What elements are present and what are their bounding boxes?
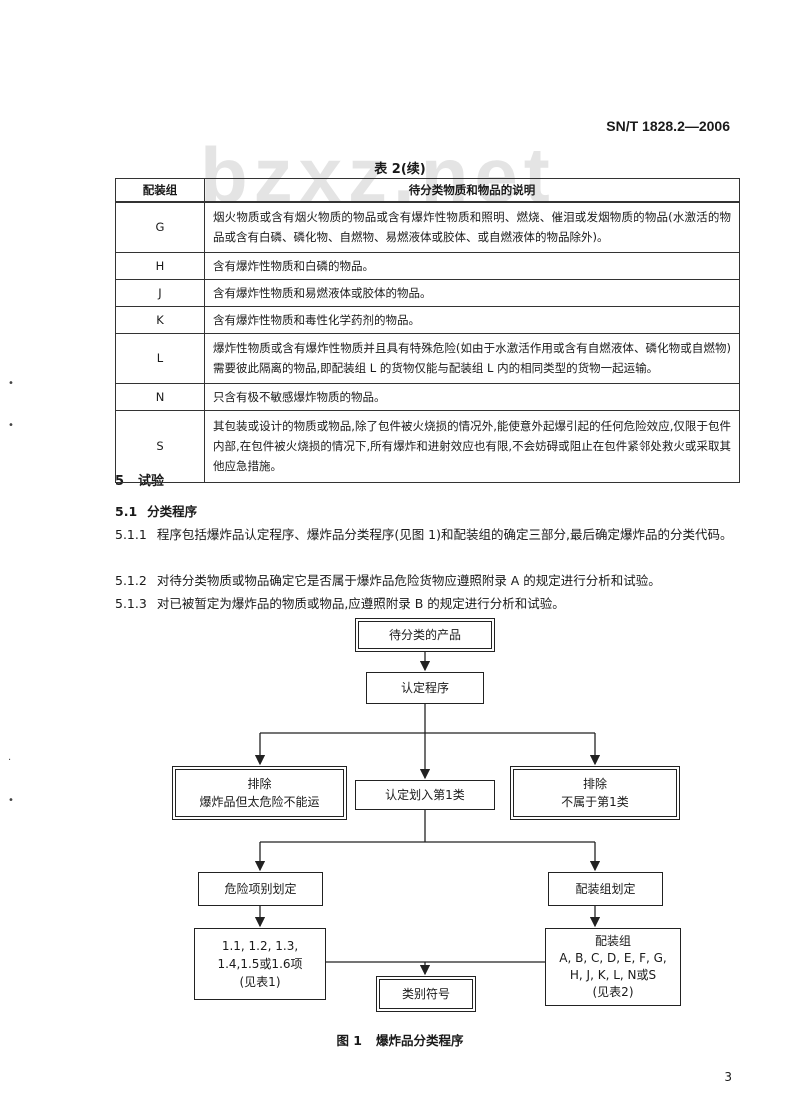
group-code: K (115, 305, 205, 334)
flow-label: 爆炸品但太危险不能运 (199, 795, 320, 809)
table-row: G 烟火物质或含有烟火物质的物品或含有爆炸性物质和照明、燃烧、催泪或发烟物质的物… (115, 201, 740, 253)
paragraph-5-1-1: 5.1.1 程序包括爆炸品认定程序、爆炸品分类程序(见图 1)和配装组的确定三部分… (115, 523, 740, 546)
paragraph-text: 对待分类物质或物品确定它是否属于爆炸品危险货物应遵照附录 A 的规定进行分析和试… (156, 573, 661, 588)
flow-box-product: 待分类的产品 (355, 618, 495, 652)
flow-box-compat-list: 配装组 A, B, C, D, E, F, G, H, J, K, L, N或S… (545, 928, 681, 1006)
flow-label: 配装组划定 (575, 882, 636, 896)
flow-label: 配装组 (594, 934, 631, 948)
flow-box-division-list: 1.1, 1.2, 1.3, 1.4,1.5或1.6项 (见表1) (194, 928, 326, 1000)
header-description: 待分类物质和物品的说明 (204, 178, 740, 203)
flow-box-division: 危险项别划定 (198, 872, 323, 906)
flow-box-class1: 认定划入第1类 (355, 780, 495, 810)
group-description: 含有爆炸性物质和白磷的物品。 (204, 251, 740, 280)
paragraph-text: 对已被暂定为爆炸品的物质或物品,应遵照附录 B 的规定进行分析和试验。 (156, 596, 565, 611)
header-group: 配装组 (115, 178, 205, 203)
flow-label: 认定划入第1类 (385, 788, 465, 802)
flow-label: A, B, C, D, E, F, G, (559, 951, 667, 965)
flow-label: (见表1) (239, 975, 281, 989)
flow-box-exclude-too-dangerous: 排除 爆炸品但太危险不能运 (172, 766, 347, 820)
flow-label: 危险项别划定 (224, 882, 297, 896)
subsection-title: 分类程序 (147, 504, 198, 519)
group-code: N (115, 382, 205, 411)
flow-label: 认定程序 (400, 681, 449, 695)
group-code: S (115, 409, 205, 483)
table-title: 表 2(续) (374, 162, 426, 177)
group-code: J (115, 278, 205, 307)
flow-label: 不属于第1类 (561, 795, 629, 809)
scan-speck: • (8, 795, 14, 806)
group-code: L (115, 332, 205, 384)
scan-speck: • (8, 420, 14, 431)
group-description: 只含有极不敏感爆炸物质的物品。 (204, 382, 740, 411)
subsection-5-1-heading: 5.1 分类程序 (115, 500, 740, 523)
group-description: 含有爆炸性物质和易燃液体或胶体的物品。 (204, 278, 740, 307)
subsection-number: 5.1 (115, 504, 138, 519)
group-description: 烟火物质或含有烟火物质的物品或含有爆炸性物质和照明、燃烧、催泪或发烟物质的物品(… (204, 201, 740, 253)
flow-box-compat-group: 配装组划定 (548, 872, 663, 906)
flow-label: 1.1, 1.2, 1.3, (221, 939, 299, 953)
group-description: 其包装或设计的物质或物品,除了包件被火烧损的情况外,能使意外起爆引起的任何危险效… (204, 409, 740, 483)
figure-label: 图 1 (336, 1033, 363, 1048)
flow-label: 1.4,1.5或1.6项 (217, 957, 303, 971)
group-description: 含有爆炸性物质和毒性化学药剂的物品。 (204, 305, 740, 334)
figure-title: 爆炸品分类程序 (376, 1033, 464, 1048)
figure-caption: 图 1 爆炸品分类程序 (0, 1030, 800, 1049)
flow-label: H, J, K, L, N或S (569, 968, 657, 982)
table-row: S 其包装或设计的物质或物品,除了包件被火烧损的情况外,能使意外起爆引起的任何危… (115, 409, 740, 483)
flow-label: 排除 (247, 777, 272, 791)
table-row: H 含有爆炸性物质和白磷的物品。 (115, 251, 740, 280)
paragraph-number: 5.1.2 (115, 573, 147, 588)
scan-speck: • (8, 378, 14, 389)
flow-label: 排除 (582, 777, 607, 791)
flow-box-class-symbol: 类别符号 (376, 976, 476, 1012)
table-header-row: 配装组 待分类物质和物品的说明 (115, 178, 740, 203)
table-row: K 含有爆炸性物质和毒性化学药剂的物品。 (115, 305, 740, 334)
paragraph-5-1-2: 5.1.2 对待分类物质或物品确定它是否属于爆炸品危险货物应遵照附录 A 的规定进… (115, 569, 740, 592)
table-row: L 爆炸性物质或含有爆炸性物质并且具有特殊危险(如由于水激活作用或含有自燃液体、… (115, 332, 740, 384)
page-number: 3 (724, 1070, 732, 1084)
flow-label: (见表2) (592, 985, 634, 999)
paragraph-number: 5.1.3 (115, 596, 147, 611)
table-row: J 含有爆炸性物质和易燃液体或胶体的物品。 (115, 278, 740, 307)
flow-label: 待分类的产品 (388, 628, 461, 642)
standard-number: SN/T 1828.2—2006 (606, 118, 730, 134)
table-row: N 只含有极不敏感爆炸物质的物品。 (115, 382, 740, 411)
paragraph-5-1-3: 5.1.3 对已被暂定为爆炸品的物质或物品,应遵照附录 B 的规定进行分析和试验。 (115, 592, 740, 615)
scan-speck: · (8, 755, 12, 766)
paragraph-text: 程序包括爆炸品认定程序、爆炸品分类程序(见图 1)和配装组的确定三部分,最后确定… (156, 527, 733, 542)
compatibility-group-table: 配装组 待分类物质和物品的说明 G 烟火物质或含有烟火物质的物品或含有爆炸性物质… (115, 178, 740, 483)
flow-box-acceptance: 认定程序 (366, 672, 484, 704)
paragraph-number: 5.1.1 (115, 527, 147, 542)
group-code: H (115, 251, 205, 280)
flow-label: 类别符号 (401, 987, 450, 1001)
group-description: 爆炸性物质或含有爆炸性物质并且具有特殊危险(如由于水激活作用或含有自燃液体、磷化… (204, 332, 740, 384)
flow-box-exclude-not-class1: 排除 不属于第1类 (510, 766, 680, 820)
group-code: G (115, 201, 205, 253)
